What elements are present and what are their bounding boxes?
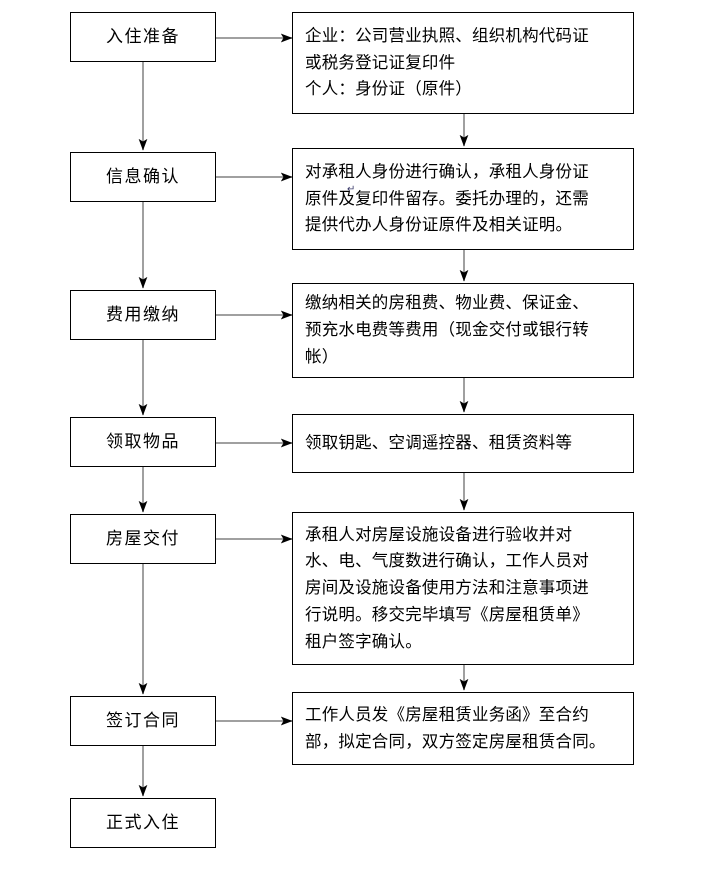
stage-box-fangwujiaofu[interactable]: 房屋交付 <box>70 514 216 564</box>
stage-label: 房屋交付 <box>106 528 180 549</box>
stage-box-ruzhuzhunbei[interactable]: 入住准备 <box>70 12 216 62</box>
detail-box-identity-confirmation[interactable]: 对承租人身份进行确认，承租人身份证 原件及复印件留存。委托办理的，还需 提供代办… <box>292 148 634 250</box>
stage-label: 费用缴纳 <box>106 304 180 325</box>
detail-box-payment[interactable]: 缴纳相关的房租费、物业费、保证金、 预充水电费等费用（现金交付或银行转 帐） <box>292 283 634 378</box>
detail-text: 领取钥匙、空调遥控器、租赁资料等 <box>305 433 573 453</box>
stage-label: 正式入住 <box>106 812 180 833</box>
detail-text: 企业：公司营业执照、组织机构代码证 或税务登记证复印件 个人：身份证（原件） <box>305 25 589 99</box>
stage-label: 签订合同 <box>106 710 180 731</box>
detail-box-handover[interactable]: 承租人对房屋设施设备进行验收并对 水、电、气度数进行确认，工作人员对 房间及设施… <box>292 512 634 665</box>
stage-label: 入住准备 <box>106 26 180 47</box>
detail-box-items-pickup[interactable]: 领取钥匙、空调遥控器、租赁资料等 <box>292 414 634 473</box>
detail-text: 对承租人身份进行确认，承租人身份证 原件及复印件留存。委托办理的，还需 提供代办… <box>305 161 589 235</box>
detail-text: 工作人员发《房屋租赁业务函》至合约 部，拟定合同，双方签定房屋租赁合同。 <box>305 704 606 751</box>
stage-label: 领取物品 <box>106 431 180 452</box>
stage-box-zhengshiruzhu[interactable]: 正式入住 <box>70 798 216 848</box>
detail-text: 承租人对房屋设施设备进行验收并对 水、电、气度数进行确认，工作人员对 房间及设施… <box>305 524 589 651</box>
stage-box-feiyongjiaona[interactable]: 费用缴纳 <box>70 290 216 340</box>
detail-text: 缴纳相关的房租费、物业费、保证金、 预充水电费等费用（现金交付或银行转 帐） <box>305 293 589 366</box>
detail-box-contract[interactable]: 工作人员发《房屋租赁业务函》至合约 部，拟定合同，双方签定房屋租赁合同。 <box>292 692 634 765</box>
stage-box-qiandinghetong[interactable]: 签订合同 <box>70 696 216 746</box>
stage-label: 信息确认 <box>106 166 180 187</box>
paragraph-mark-icon: ↵ <box>347 184 356 195</box>
detail-box-documents[interactable]: 企业：公司营业执照、组织机构代码证 或税务登记证复印件 个人：身份证（原件） <box>292 12 634 114</box>
stage-box-xinxiqueren[interactable]: 信息确认 <box>70 152 216 202</box>
stage-box-lingquwupin[interactable]: 领取物品 <box>70 417 216 467</box>
